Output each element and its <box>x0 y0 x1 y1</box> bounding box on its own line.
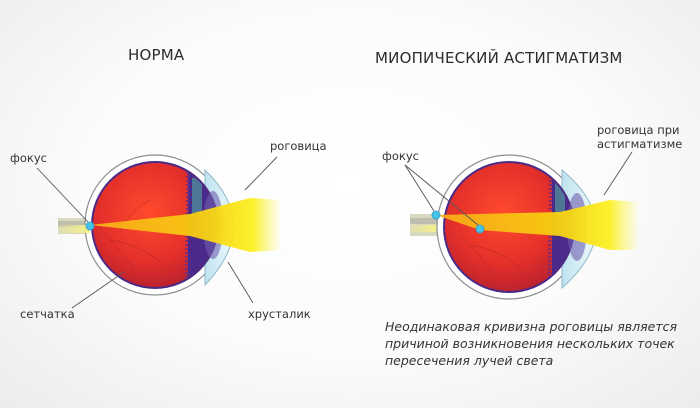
caption-line-3: пересечения лучей света <box>385 353 554 368</box>
lens-label: хрусталик <box>248 307 311 321</box>
focus-label: фокус <box>10 151 47 165</box>
retina-label: сетчатка <box>20 307 75 321</box>
caption-line-1: Неодинаковая кривизна роговицы является <box>385 319 678 334</box>
astigmatic-eye <box>404 151 640 300</box>
normal-eye-title: НОРМА <box>128 46 185 64</box>
astigmatism-title: МИОПИЧЕСКИЙ АСТИГМАТИЗМ <box>375 49 623 67</box>
caption: Неодинаковая кривизна роговицы является … <box>385 318 677 369</box>
cornea-label: роговица <box>270 139 327 153</box>
focus-label-astigmatism: фокус <box>382 149 419 163</box>
cornea-astigmatism-label-line2: астигматизме <box>597 137 683 151</box>
normal-eye <box>36 154 282 309</box>
caption-line-2: причиной возникновения нескольких точек <box>385 336 675 351</box>
cornea-astigmatism-label-line1: роговица при <box>597 123 680 137</box>
